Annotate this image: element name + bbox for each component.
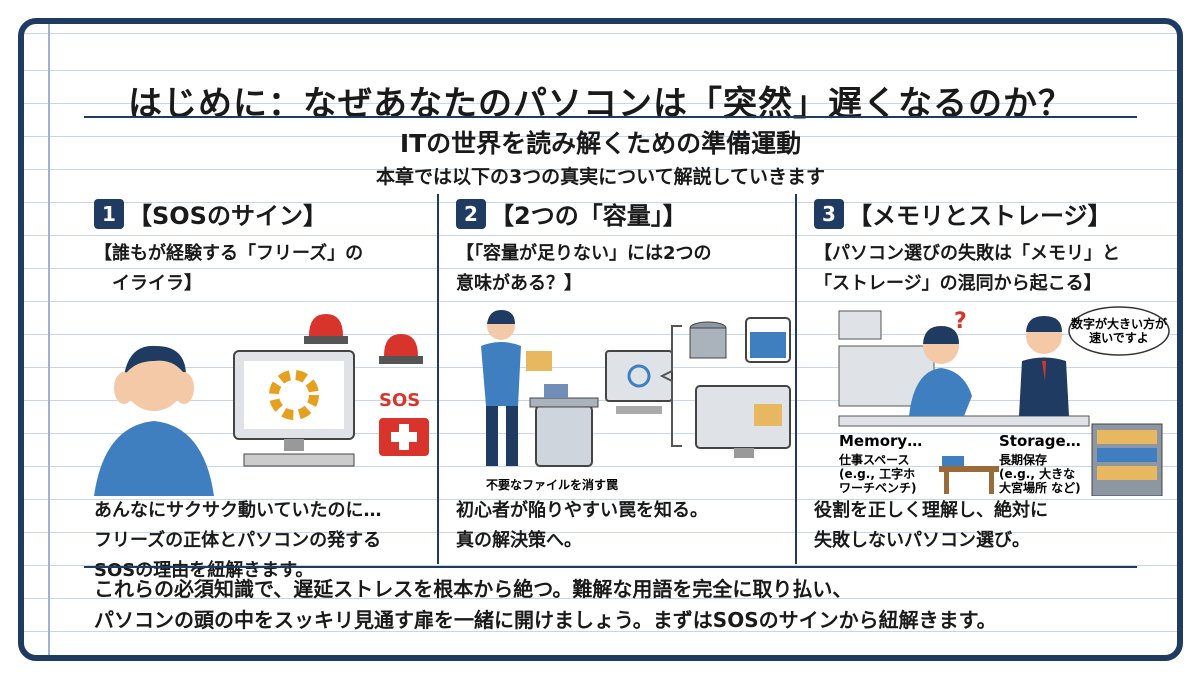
- trash-can-icon: [529, 384, 599, 467]
- bookshelf-icon: [1091, 423, 1163, 496]
- column-divider: [795, 194, 797, 564]
- desk-icon: [939, 456, 999, 494]
- stressed-person-icon: [94, 345, 214, 496]
- storage-label: Storage…: [999, 432, 1081, 450]
- first-aid-kit-icon: [379, 418, 429, 456]
- section-desc: SOSの理由を紐解きます。: [94, 560, 314, 581]
- clerk-icon: [1019, 316, 1069, 416]
- person-deleting-files-icon: [481, 310, 552, 466]
- sos-label: SOS: [379, 390, 420, 411]
- closing-text: これらの必須知識で、遅延ストレスを根本から絶つ。難解な用語を完全に取り払い、パソ…: [94, 574, 997, 636]
- svg-text:(e.g., 工字ホ: (e.g., 工字ホ: [839, 466, 915, 481]
- slide-frame: はじめに：なぜあなたのパソコンは「突然」遅くなるのか？ ITの世界を読み解くため…: [18, 18, 1183, 661]
- capacity-illustration: 不要なファイルを消す罠: [481, 310, 791, 492]
- monitor-icon: [233, 350, 355, 467]
- section-lead: イライラ】: [94, 273, 202, 294]
- section-sos: 1【SOSのサイン】 【誰もが経験する「フリーズ」の イライラ】 SOS あんな…: [94, 196, 444, 581]
- illustration-caption: 不要なファイルを消す罠: [486, 477, 618, 492]
- section-memory-storage: 3【メモリとストレージ】 【パソコン選びの失敗は「メモリ」と「ストレージ」の混同…: [814, 196, 1177, 566]
- section-desc: あんなにサクサク動いていたのに…: [94, 500, 382, 521]
- closing-line: パソコンの頭の中をスッキリ見通す扉を一緒に開けましょう。まずはSOSのサインから…: [94, 608, 997, 632]
- section-desc: 失敗しないパソコン選び。: [814, 530, 1030, 551]
- closing-divider: [84, 566, 1137, 568]
- svg-text:大宮場所 など): 大宮場所 など): [999, 480, 1081, 495]
- memory-storage-icon: [689, 317, 791, 363]
- margin-line: [48, 24, 50, 655]
- spinning-wheel-icon: [269, 370, 319, 420]
- section-lead: 意味がある？】: [456, 273, 582, 294]
- section-number: 1: [94, 198, 124, 229]
- section-heading: 【メモリとストレージ】: [848, 202, 1112, 230]
- memory-label: Memory…: [839, 432, 922, 450]
- section-capacity: 2【2つの「容量」】 【「容量が足りない」には2つの意味がある？】 不要なファイ…: [456, 196, 806, 566]
- section-desc: 初心者が陥りやすい罠を知る。: [456, 500, 708, 521]
- siren-icon: [304, 314, 423, 364]
- svg-text:数字が大きい方が: 数字が大きい方が: [1071, 316, 1167, 331]
- customer-icon: ?: [909, 309, 972, 416]
- bracket: [659, 325, 682, 447]
- section-number: 3: [814, 198, 844, 229]
- intro-text: 本章では以下の3つの真実について解説していきます: [375, 166, 826, 188]
- section-desc: 真の解決策へ。: [456, 530, 582, 551]
- folder-screen-icon: [695, 385, 791, 458]
- computer-icon: [605, 350, 673, 414]
- section-number: 2: [456, 198, 486, 229]
- section-lead: 「ストレージ」の混同から起こる】: [814, 273, 1102, 294]
- closing-line: これらの必須知識で、遅延ストレスを根本から絶つ。難解な用語を完全に取り払い、: [94, 577, 853, 601]
- svg-text:長期保存: 長期保存: [999, 452, 1047, 467]
- svg-text:?: ?: [954, 309, 967, 334]
- section-heading: 【2つの「容量」】: [490, 202, 687, 230]
- svg-text:ワーチベンチ): ワーチベンチ): [839, 481, 917, 495]
- svg-text:(e.g., 大きな: (e.g., 大きな: [999, 466, 1075, 481]
- subtitle: ITの世界を読み解くための準備運動: [399, 129, 802, 158]
- svg-text:仕事スペース: 仕事スペース: [838, 452, 910, 467]
- section-heading: 【SOSのサイン】: [128, 202, 327, 230]
- section-lead: 【誰もが経験する「フリーズ」の: [94, 243, 364, 264]
- section-desc: 役割を正しく理解し、絶対に: [814, 500, 1048, 521]
- frozen-pc-illustration: SOS: [94, 314, 429, 496]
- section-lead: 【「容量が足りない」には2つの: [456, 243, 712, 264]
- title-divider: [84, 116, 1137, 118]
- section-desc: フリーズの正体とパソコンの発する: [94, 530, 382, 551]
- section-lead: 【パソコン選びの失敗は「メモリ」と: [814, 243, 1120, 264]
- column-divider: [437, 194, 439, 564]
- svg-text:速いですよ: 速いですよ: [1089, 330, 1149, 345]
